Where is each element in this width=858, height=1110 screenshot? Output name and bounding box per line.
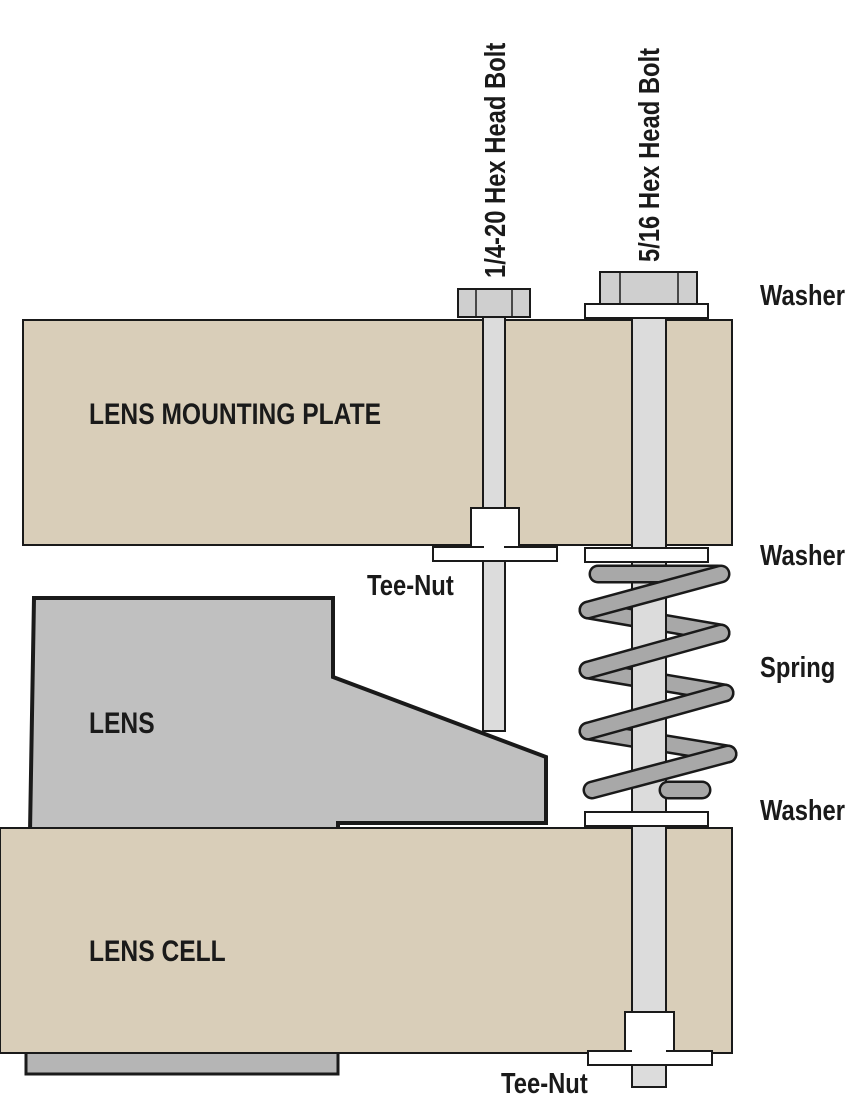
label-lens-mounting-plate: LENS MOUNTING PLATE — [89, 398, 382, 431]
label-bolt-small: 1/4-20 Hex Head Bolt — [480, 42, 512, 278]
tee-nut-lower-shape — [587, 1011, 713, 1066]
label-tee-nut-lower: Tee-Nut — [501, 1068, 588, 1100]
label-washer-top: Washer — [760, 280, 846, 312]
spring-front-coils — [578, 564, 738, 800]
bolt-large-head — [599, 271, 698, 306]
label-lens-cell: LENS CELL — [89, 935, 226, 968]
lens-mounting-plate — [22, 319, 733, 546]
washer-bottom-shape — [584, 811, 709, 827]
label-lens: LENS — [89, 707, 155, 740]
label-washer-bottom: Washer — [760, 795, 846, 827]
washer-top-shape — [584, 303, 709, 319]
label-spring: Spring — [760, 652, 836, 684]
tee-nut-upper-shape — [432, 507, 558, 562]
label-tee-nut-upper: Tee-Nut — [367, 570, 454, 602]
washer-middle-shape — [584, 547, 709, 563]
bolt-small-head — [457, 288, 531, 318]
lens-cell — [0, 827, 733, 1054]
label-washer-middle: Washer — [760, 540, 846, 572]
label-bolt-large: 5/16 Hex Head Bolt — [634, 47, 666, 262]
